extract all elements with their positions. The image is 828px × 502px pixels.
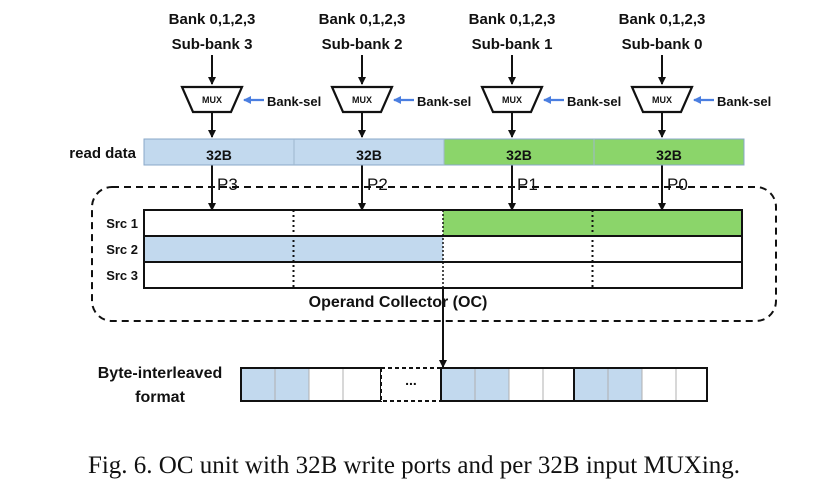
sub-bank-label: Sub-bank 2: [322, 36, 403, 53]
oc-cell: [592, 210, 742, 236]
read-data-segment: [144, 139, 294, 165]
oc-row-label: Src 3: [106, 268, 138, 283]
read-data-size: 32B: [656, 147, 682, 163]
byte-cell: [241, 368, 275, 401]
read-data-size: 32B: [356, 147, 382, 163]
byte-cell: [275, 368, 309, 401]
bank-label: Bank 0,1,2,3: [169, 11, 256, 28]
read-data-size: 32B: [206, 147, 232, 163]
oc-dashed-border: [91, 186, 777, 322]
sub-bank-label: Sub-bank 1: [472, 36, 553, 53]
oc-cell: [443, 262, 593, 288]
read-data-bus: 32B P3 32B P2 32B P1 32B P0 read data: [69, 138, 745, 211]
read-data-size: 32B: [506, 147, 532, 163]
write-port-label: P3: [217, 175, 238, 194]
bank-label: Bank 0,1,2,3: [319, 11, 406, 28]
figure-caption: Fig. 6. OC unit with 32B write ports and…: [87, 452, 741, 479]
oc-cell: [592, 262, 742, 288]
bank-label: Bank 0,1,2,3: [469, 11, 556, 28]
oc-cell: [293, 236, 443, 262]
oc-cell: [443, 236, 593, 262]
oc-label: Operand Collector (OC): [309, 294, 488, 311]
byte-cell: [309, 368, 343, 401]
byte-cell: [509, 368, 543, 401]
operand-collector: Src 1 Src 2 Src 3 Operand Collector (OC): [91, 186, 777, 322]
byte-cell: [608, 368, 642, 401]
mux-shape: [480, 85, 544, 114]
oc-cell: [144, 210, 294, 236]
oc-cell: [144, 236, 294, 262]
mux-label: MUX: [202, 95, 222, 105]
byte-cell: [475, 368, 509, 401]
byte-group-ellipsis: [380, 367, 442, 402]
bank-sel-label: Bank-sel: [717, 94, 771, 109]
bank-sel-label: Bank-sel: [567, 94, 621, 109]
oc-cell: [443, 210, 593, 236]
mux-shape: [180, 85, 244, 114]
mux-shape: [330, 85, 394, 114]
oc-cell: [144, 262, 294, 288]
mux-label: MUX: [352, 95, 372, 105]
byte-cell: [574, 368, 608, 401]
bank-sel-label: Bank-sel: [267, 94, 321, 109]
read-data-segment: [294, 139, 444, 165]
format-label: format: [135, 389, 185, 406]
write-port-label: P1: [517, 175, 538, 194]
byte-interleaved-label: Byte-interleaved: [98, 365, 223, 382]
sub-bank-label: Sub-bank 0: [622, 36, 703, 53]
byte-cell: [676, 368, 710, 401]
byte-cell: [343, 368, 377, 401]
bank-label: Bank 0,1,2,3: [619, 11, 706, 28]
write-port-label: P2: [367, 175, 388, 194]
read-data-segment: [444, 139, 594, 165]
oc-cell: [293, 262, 443, 288]
byte-group: [573, 367, 708, 402]
oc-cell: [592, 236, 742, 262]
byte-cell: [543, 368, 577, 401]
sub-bank-label: Sub-bank 3: [172, 36, 253, 53]
oc-row-label: Src 1: [106, 216, 138, 231]
read-data-segment: [594, 139, 744, 165]
byte-cell: [441, 368, 475, 401]
mux-label: MUX: [502, 95, 522, 105]
mux-shape: [630, 85, 694, 114]
mux-label: MUX: [652, 95, 672, 105]
byte-interleaved-buffer: ... Byte-interleaved format: [98, 288, 710, 406]
byte-cell: [642, 368, 676, 401]
oc-row-label: Src 2: [106, 242, 138, 257]
bank-sel-label: Bank-sel: [417, 94, 471, 109]
oc-cell: [293, 210, 443, 236]
write-port-label: P0: [667, 175, 688, 194]
read-data-label: read data: [69, 145, 136, 162]
ellipsis-label: ...: [405, 372, 417, 388]
